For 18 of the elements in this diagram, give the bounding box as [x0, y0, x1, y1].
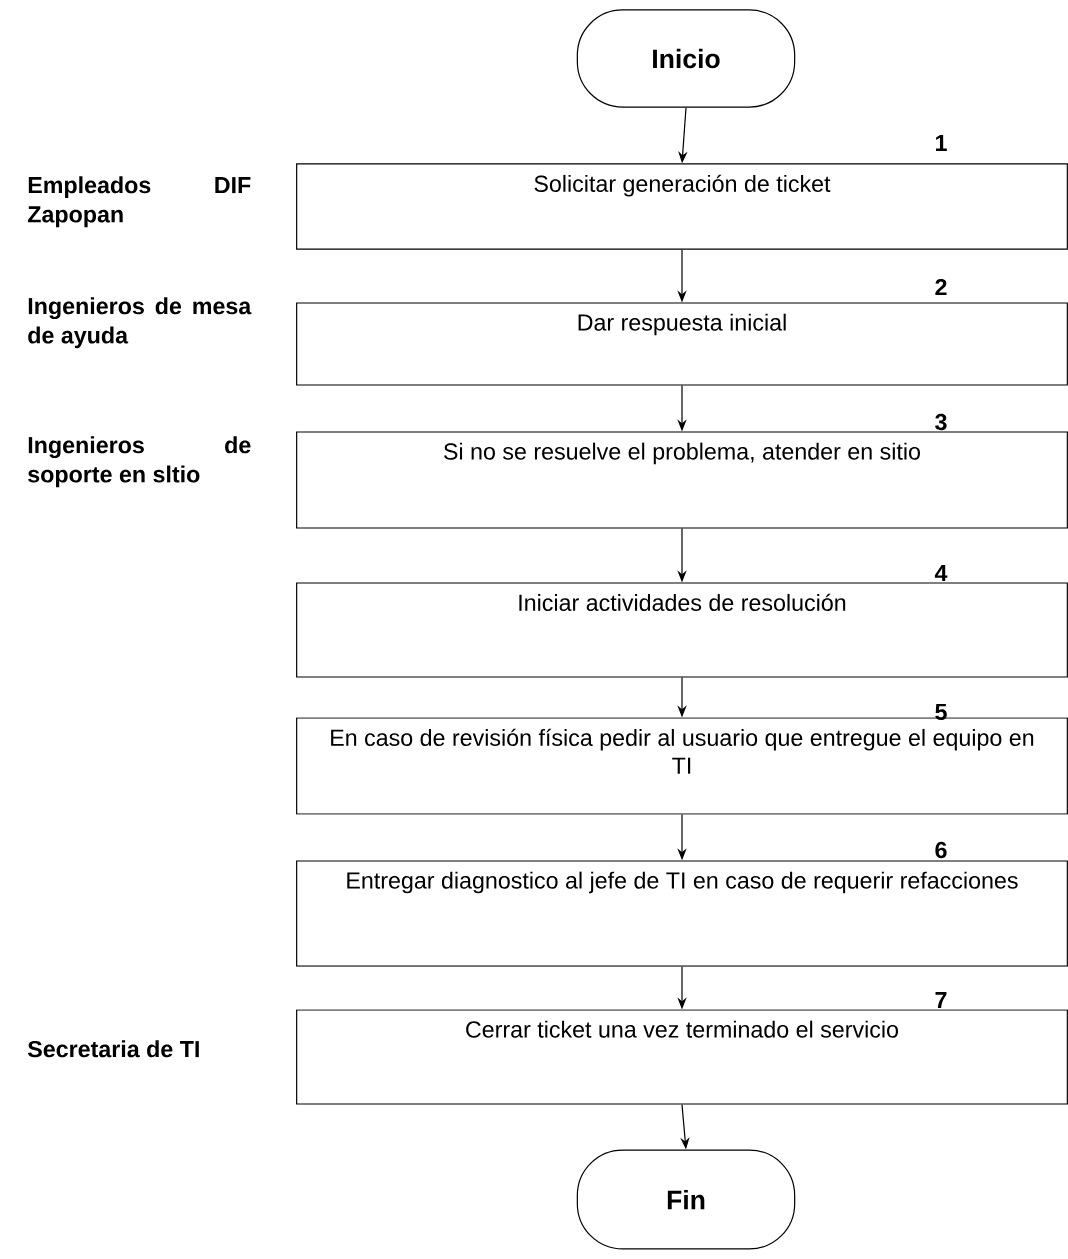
terminator: Fin [576, 1149, 796, 1250]
role-label: Empleados DIF Zapopan [27, 176, 251, 228]
process-box: Iniciar actividades de resolución [296, 582, 1068, 678]
step-number: 4 [934, 565, 948, 581]
role-label: Ingenieros de mesa de ayuda [28, 297, 252, 349]
role-label: Secretaria de TI [27, 1040, 199, 1058]
process-box: Solicitar generación de ticket [296, 163, 1068, 250]
step-number: 2 [935, 278, 947, 296]
terminator: Inicio [576, 9, 796, 108]
step-number: 6 [935, 841, 947, 859]
process-box: Si no se resuelve el problema, atender en sitio [296, 431, 1068, 529]
role-label: Ingenieros de soporte en sltio [28, 436, 251, 488]
process-box: Cerrar ticket una vez terminado el servicio [296, 1009, 1068, 1105]
step-number: 1 [936, 135, 947, 151]
step-number: 7 [935, 992, 947, 1008]
step-number: 3 [935, 413, 947, 431]
process-box: Entregar diagnostico al jefe de TI en caso de requerir refacciones [296, 860, 1068, 967]
process-box: Dar respuesta inicial [296, 302, 1068, 386]
